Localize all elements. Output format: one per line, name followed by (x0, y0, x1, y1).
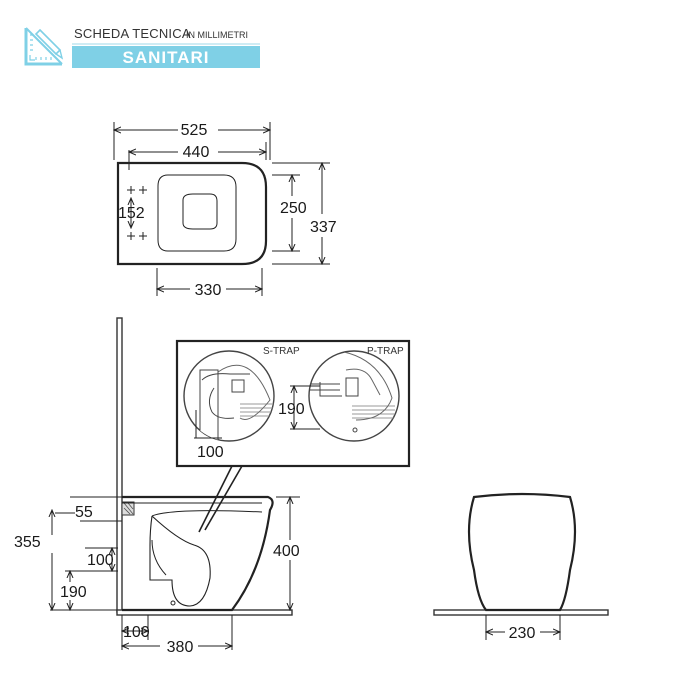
dim-overall-width: 337 (310, 219, 337, 236)
dim-s-trap-offset: 100 (197, 444, 224, 461)
side-view (50, 317, 300, 650)
category-banner (72, 46, 260, 68)
bowl-side-outline (122, 495, 274, 612)
dim-overall-height: 400 (273, 543, 300, 560)
p-trap-label: P-TRAP (367, 346, 404, 357)
bowl-outline (182, 193, 218, 230)
dim-seat-width: 250 (280, 200, 307, 217)
dim-outlet-from-floor: 190 (60, 584, 87, 601)
seat-outline (157, 174, 237, 252)
header-subtitle: IN MILLIMETRI (186, 30, 248, 40)
p-trap-detail (308, 350, 400, 442)
front-outline (467, 492, 577, 612)
category-label: SANITARI (122, 48, 209, 67)
dim-front-width: 230 (509, 625, 536, 642)
dim-wall-to-outlet: 100 (123, 624, 150, 641)
dim-fixing-spacing: 152 (118, 205, 145, 222)
dim-overall-length: 525 (181, 122, 208, 139)
dim-inlet-height: 55 (75, 504, 93, 521)
dim-p-trap-height: 190 (278, 401, 305, 418)
dim-outlet-center: 100 (87, 552, 114, 569)
top-view (114, 122, 330, 296)
dim-outlet-to-front: 330 (195, 282, 222, 299)
header: SCHEDA TECNICA IN MILLIMETRI SANITARI (23, 25, 260, 68)
dim-overall-depth: 380 (167, 639, 194, 656)
s-trap-detail (183, 350, 275, 442)
front-view (433, 492, 609, 640)
ruler-pencil-icon (23, 25, 65, 67)
fixing-holes (127, 186, 147, 240)
header-title: SCHEDA TECNICA (74, 26, 191, 41)
dim-inlet-from-floor: 355 (14, 534, 41, 551)
wall (116, 317, 123, 613)
top-view-outline (116, 161, 268, 266)
dim-seat-length: 440 (183, 144, 210, 161)
s-trap-label: S-TRAP (263, 346, 300, 357)
trap-detail-box: S-TRAP P-TRAP 190 100 (175, 339, 411, 533)
